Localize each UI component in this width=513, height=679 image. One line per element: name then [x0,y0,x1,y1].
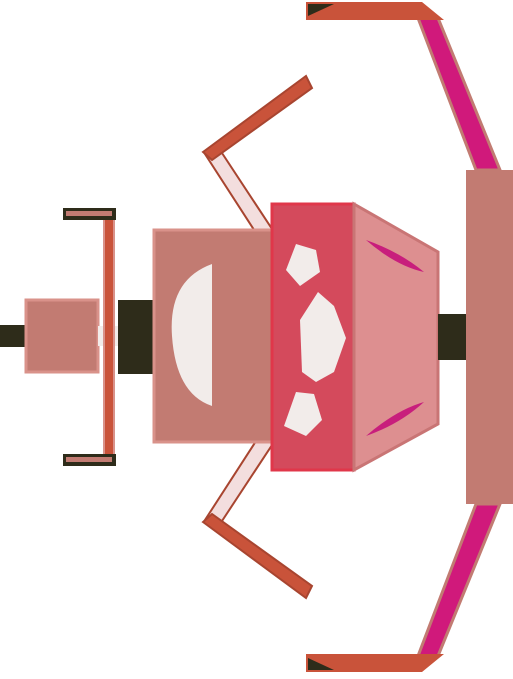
head-module [352,201,440,473]
core-gem-top [286,244,320,286]
antenna-bottom-tip-edge [66,457,112,462]
rear-stub [0,325,28,347]
lower-wing-tip-shadow [308,658,334,670]
lower-arm-strut [203,436,276,526]
upper-arm-blade [201,74,314,162]
rear-module [24,298,100,374]
head-slit-bottom [366,402,424,436]
upper-wing-tip-shadow [308,4,334,16]
core-gem-center [300,292,346,382]
hull-window [171,264,212,406]
front-connector [438,314,468,360]
upper-arm-strut [203,148,276,238]
upper-wing-spar [415,16,503,172]
head-slit-top [366,240,424,272]
neck-joint [118,300,156,374]
upper-wing-tip [306,2,444,20]
lower-arm-blade [201,512,314,600]
core-gem-bottom [284,392,322,436]
antenna-crossbar [103,215,115,461]
antenna-top-tip-edge [66,211,112,216]
front-shield [466,170,513,504]
lower-wing-tip [306,654,444,672]
lower-wing-spar [415,502,503,658]
